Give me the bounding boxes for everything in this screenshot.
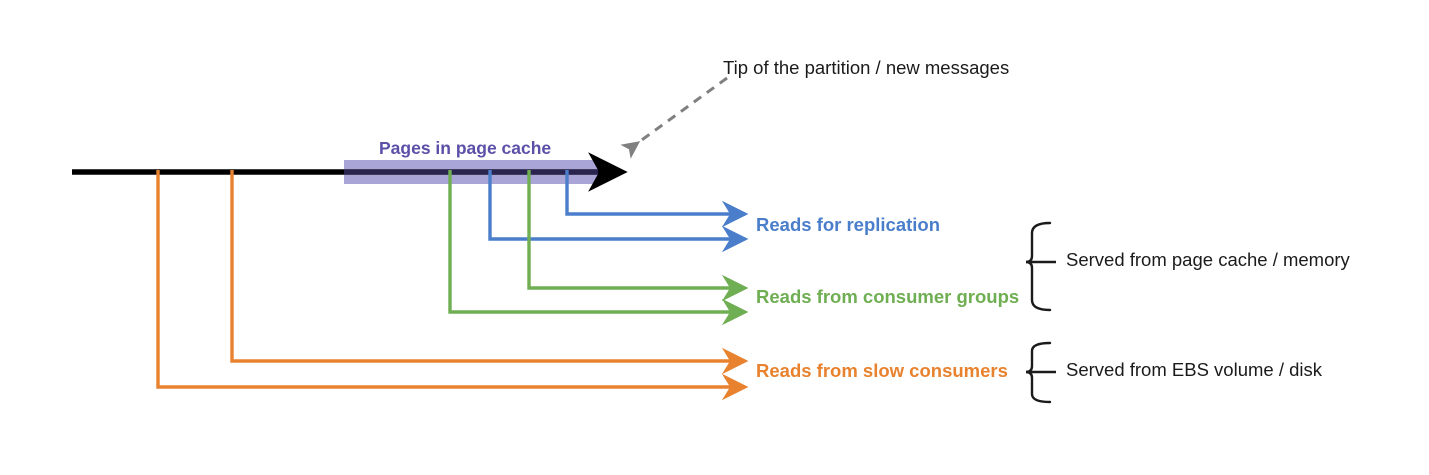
served-from-ebs-label: Served from EBS volume / disk [1066, 359, 1323, 380]
flow-slow-consumers-path-1 [230, 170, 749, 375]
flow-slow-consumers-path-2 [156, 170, 749, 401]
reads-from-consumer-groups-label: Reads from consumer groups [756, 286, 1020, 307]
reads-from-slow-consumers-label: Reads from slow consumers [756, 360, 1008, 381]
flow-consumer-groups-path-2 [448, 170, 749, 326]
flow-consumer-groups-path-1 [527, 170, 749, 302]
reads-for-replication-label: Reads for replication [756, 214, 941, 235]
tip-of-partition-label: Tip of the partition / new messages [723, 57, 1010, 78]
pages-in-page-cache-label: Pages in page cache [379, 138, 552, 158]
bracket-page-cache [1025, 221, 1052, 312]
tip-pointer-dashed-arrow [620, 76, 728, 159]
flow-replication-path-2 [488, 170, 749, 253]
flow-replication-path-1 [565, 170, 749, 228]
served-from-page-cache-label: Served from page cache / memory [1066, 249, 1350, 270]
